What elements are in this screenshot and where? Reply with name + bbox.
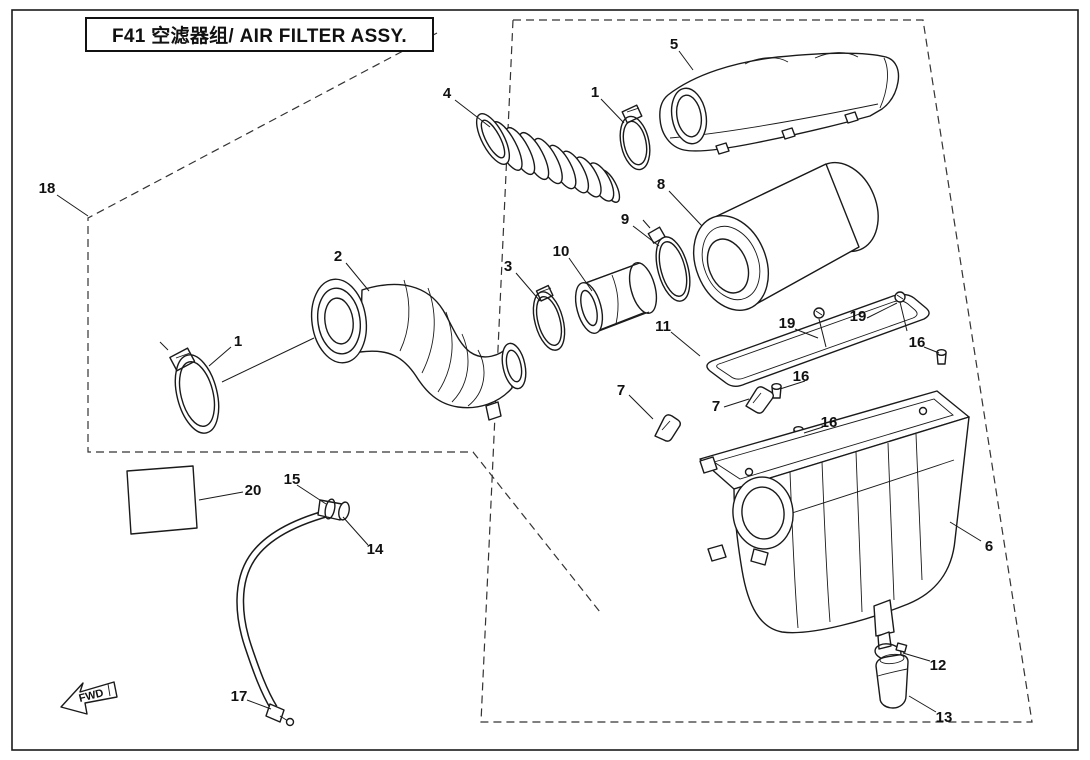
part-screw-19a bbox=[813, 307, 827, 348]
part-clamp-9 bbox=[642, 219, 691, 302]
leader-line bbox=[902, 652, 931, 662]
callout-5: 5 bbox=[670, 36, 678, 53]
page-border bbox=[11, 9, 1079, 751]
part-clip-7b bbox=[745, 386, 774, 414]
leader-line bbox=[342, 516, 369, 546]
callout-6: 6 bbox=[985, 538, 993, 555]
part-clamp-left bbox=[159, 341, 220, 434]
assembly-line bbox=[221, 337, 315, 383]
callout-19a: 19 bbox=[779, 315, 796, 332]
part-airbox-cover bbox=[659, 52, 900, 155]
part-drain-boot bbox=[875, 653, 909, 709]
leader-line bbox=[668, 190, 703, 227]
leader-line bbox=[949, 521, 982, 542]
part-corrugated-hose bbox=[475, 113, 621, 203]
callout-2: 2 bbox=[334, 248, 342, 265]
part-plug-16a bbox=[936, 349, 947, 365]
leader-line bbox=[56, 194, 89, 217]
part-clamp-3 bbox=[532, 284, 566, 351]
leader-line bbox=[515, 272, 541, 302]
callout-20: 20 bbox=[245, 482, 262, 499]
callout-1-left: 1 bbox=[234, 333, 242, 350]
dashed-boundary-left bbox=[87, 32, 601, 613]
part-clamp-top bbox=[619, 104, 651, 171]
part-airbox-body bbox=[699, 390, 970, 650]
part-plug-16b bbox=[771, 383, 782, 399]
leader-line bbox=[600, 98, 625, 124]
callout-16c: 16 bbox=[821, 414, 838, 431]
fwd-label: FWD bbox=[78, 687, 105, 705]
part-gasket bbox=[706, 293, 930, 387]
fwd-arrow bbox=[60, 681, 118, 715]
callout-12: 12 bbox=[930, 657, 947, 674]
leader-line bbox=[908, 695, 937, 713]
part-hose-end-17 bbox=[265, 703, 295, 727]
leader-line bbox=[923, 346, 940, 354]
leader-line bbox=[296, 484, 327, 505]
callout-16b: 16 bbox=[793, 368, 810, 385]
callout-15: 15 bbox=[284, 471, 301, 488]
callout-8: 8 bbox=[657, 176, 665, 193]
part-screw-19b bbox=[894, 291, 908, 332]
leader-line bbox=[723, 398, 750, 408]
leader-line bbox=[803, 426, 824, 434]
part-drain-hose bbox=[236, 498, 350, 727]
leader-line bbox=[246, 699, 272, 710]
dashed-boundary-right bbox=[480, 19, 1033, 723]
callout-17: 17 bbox=[231, 688, 248, 705]
callout-16a: 16 bbox=[909, 334, 926, 351]
leader-line bbox=[670, 331, 701, 357]
callout-14: 14 bbox=[367, 541, 384, 558]
title-box: F41 空滤器组/ AIR FILTER ASSY. bbox=[85, 17, 434, 52]
callout-1-top: 1 bbox=[591, 84, 599, 101]
callout-11: 11 bbox=[655, 318, 671, 335]
leader-line bbox=[198, 491, 244, 501]
leader-line bbox=[779, 380, 806, 390]
leader-line bbox=[568, 257, 593, 292]
leader-line bbox=[345, 262, 370, 292]
leader-line bbox=[454, 99, 491, 128]
part-clip-7a bbox=[654, 414, 681, 442]
callout-4: 4 bbox=[443, 85, 452, 102]
callout-13: 13 bbox=[936, 709, 953, 726]
part-filter-element bbox=[693, 161, 879, 311]
leader-line bbox=[628, 394, 654, 420]
callout-9: 9 bbox=[621, 211, 629, 228]
callout-18: 18 bbox=[39, 180, 56, 197]
part-intake-hose bbox=[310, 278, 527, 421]
part-connector-hose bbox=[574, 261, 658, 335]
leader-lines bbox=[56, 50, 982, 713]
leader-line bbox=[208, 346, 232, 367]
leader-line bbox=[678, 50, 694, 71]
callout-7a: 7 bbox=[617, 382, 625, 399]
callout-7b: 7 bbox=[712, 398, 720, 415]
callout-19b: 19 bbox=[850, 308, 867, 325]
part-hose-clamp-15 bbox=[324, 498, 336, 520]
callout-10: 10 bbox=[553, 243, 570, 260]
callout-3: 3 bbox=[504, 258, 512, 275]
callout-labels: 18 4 1 5 8 9 10 3 2 1 11 19 19 16 7 7 16… bbox=[39, 36, 994, 726]
leader-line bbox=[632, 225, 660, 247]
leader-line bbox=[794, 328, 819, 339]
leader-line bbox=[866, 302, 898, 319]
diagram-title: F41 空滤器组/ AIR FILTER ASSY. bbox=[112, 26, 407, 47]
part-sticker bbox=[126, 465, 198, 535]
